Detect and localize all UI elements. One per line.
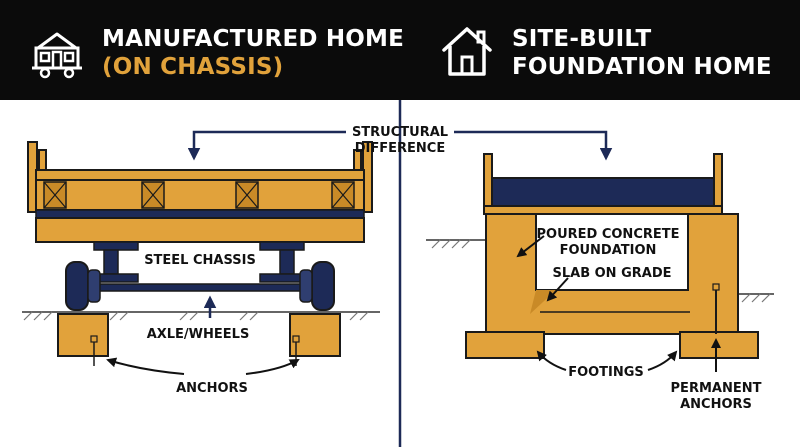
manufactured-home-drawing bbox=[22, 141, 380, 366]
anchors-label: ANCHORS bbox=[176, 381, 248, 396]
center-label-line1: STRUCTURAL bbox=[352, 125, 448, 140]
slab-label: SLAB ON GRADE bbox=[552, 266, 671, 281]
left-title-line1: MANUFACTURED HOME bbox=[102, 26, 405, 52]
right-title-line2: FOUNDATION HOME bbox=[512, 54, 772, 80]
right-title: SITE-BUILT FOUNDATION HOME bbox=[512, 25, 772, 81]
callout-arrows bbox=[106, 235, 721, 375]
structural-arrows bbox=[187, 130, 613, 318]
comparison-diagram: STRUCTURAL DIFFERENCE STEEL CHASSIS AXLE… bbox=[22, 100, 774, 447]
site-built-home-drawing bbox=[426, 153, 774, 359]
axle-wheels-label: AXLE/WHEELS bbox=[147, 327, 250, 342]
left-title-line2: (ON CHASSIS) bbox=[102, 54, 284, 80]
header-bar: MANUFACTURED HOME (ON CHASSIS) SITE-BUIL… bbox=[0, 0, 800, 100]
steel-chassis-label: STEEL CHASSIS bbox=[144, 253, 256, 268]
footings-label: FOOTINGS bbox=[568, 365, 644, 380]
mobile-home-icon bbox=[32, 32, 82, 79]
house-icon bbox=[442, 27, 492, 76]
foundation-label-line1: POURED CONCRETE bbox=[537, 227, 680, 242]
permanent-anchors-line1: PERMANENT bbox=[671, 381, 762, 396]
foundation-label-line2: FOUNDATION bbox=[560, 243, 657, 258]
right-title-line1: SITE-BUILT bbox=[512, 26, 652, 52]
center-label-line2: DIFFERENCE bbox=[355, 141, 445, 156]
left-title: MANUFACTURED HOME (ON CHASSIS) bbox=[102, 25, 404, 81]
permanent-anchors-line2: ANCHORS bbox=[680, 397, 752, 412]
